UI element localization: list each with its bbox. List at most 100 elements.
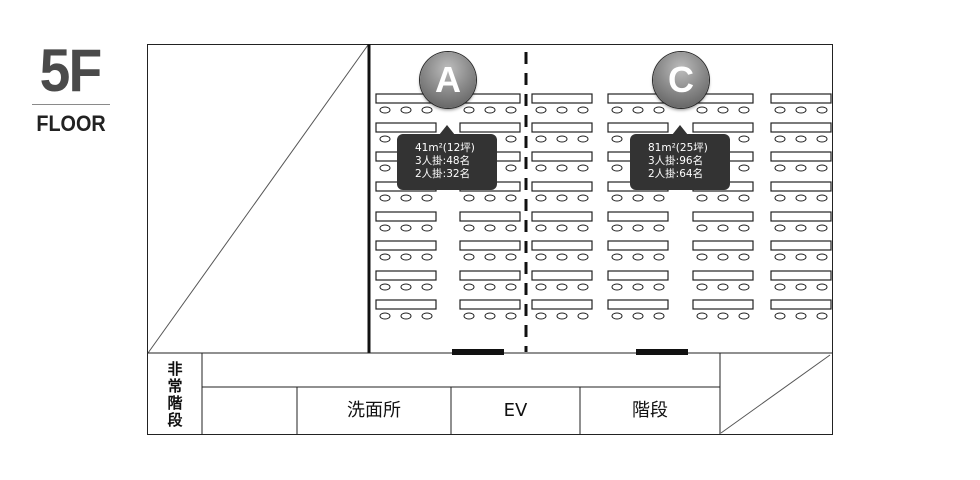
chair (421, 283, 433, 291)
floor-number: 5F (39, 37, 103, 104)
chair (774, 283, 786, 291)
chair (535, 224, 547, 232)
chair (795, 253, 807, 261)
chair (505, 164, 517, 172)
chair (379, 283, 391, 291)
room-a-capacity-2: 2人掛:32名 (415, 168, 471, 180)
chair (379, 135, 391, 143)
desk (375, 270, 437, 281)
chair (632, 194, 644, 202)
chair (795, 283, 807, 291)
chair (505, 312, 517, 320)
chair (738, 283, 750, 291)
chair (632, 224, 644, 232)
chair (816, 194, 828, 202)
chair (535, 164, 547, 172)
desk (531, 211, 593, 222)
chair (535, 283, 547, 291)
desk (531, 93, 593, 104)
chair (535, 135, 547, 143)
floor-divider (32, 104, 110, 105)
chair (774, 164, 786, 172)
chair (577, 164, 589, 172)
chair (463, 283, 475, 291)
desk (459, 299, 521, 310)
chair (577, 253, 589, 261)
chair (577, 135, 589, 143)
room-a-capacity-3: 3人掛:48名 (415, 155, 471, 167)
desk (607, 211, 669, 222)
desk (692, 270, 754, 281)
washroom-label: 洗面所 (347, 400, 401, 421)
chair (484, 106, 496, 114)
chair (556, 106, 568, 114)
chair (717, 283, 729, 291)
chair (653, 283, 665, 291)
chair (816, 164, 828, 172)
chair (577, 312, 589, 320)
desk (770, 93, 832, 104)
desk (607, 240, 669, 251)
chair (463, 253, 475, 261)
chair (379, 194, 391, 202)
chair (816, 283, 828, 291)
chair (463, 224, 475, 232)
floor-plan (147, 44, 833, 435)
chair (653, 194, 665, 202)
chair (463, 312, 475, 320)
chair (505, 194, 517, 202)
chair (738, 253, 750, 261)
chair (738, 224, 750, 232)
chair (738, 194, 750, 202)
chair (400, 283, 412, 291)
desk (375, 240, 437, 251)
chair (696, 106, 708, 114)
chair (611, 164, 623, 172)
desk (531, 299, 593, 310)
chair (611, 283, 623, 291)
chair (738, 312, 750, 320)
shaft-diagonal (720, 354, 831, 434)
chair (816, 224, 828, 232)
chair (379, 106, 391, 114)
desk (770, 122, 832, 133)
chair (463, 106, 475, 114)
chair (484, 253, 496, 261)
door-c (636, 349, 688, 355)
desk (375, 211, 437, 222)
stairs-label: 階段 (632, 400, 668, 421)
desk (770, 240, 832, 251)
chair (556, 194, 568, 202)
chair (717, 106, 729, 114)
chair (795, 194, 807, 202)
chair (611, 253, 623, 261)
chair (400, 106, 412, 114)
chair (795, 106, 807, 114)
chair (535, 194, 547, 202)
chair (421, 194, 433, 202)
room-c-capacity-3: 3人掛:96名 (648, 155, 704, 167)
chair (484, 194, 496, 202)
desk (531, 240, 593, 251)
room-a-area: 41m²(12坪) (415, 142, 475, 154)
chair (484, 224, 496, 232)
chair (653, 253, 665, 261)
desk (375, 299, 437, 310)
chair (774, 106, 786, 114)
chair (505, 224, 517, 232)
room-c-badge[interactable]: C (653, 52, 709, 108)
chair (556, 283, 568, 291)
chair (774, 312, 786, 320)
chair (795, 135, 807, 143)
chair (653, 224, 665, 232)
desk (375, 122, 437, 133)
chair (795, 224, 807, 232)
chair (632, 283, 644, 291)
chair (795, 312, 807, 320)
chair (816, 312, 828, 320)
room-a-info: 41m²(12坪) 3人掛:48名 2人掛:32名 (397, 125, 497, 190)
floor-label: FLOOR (36, 111, 106, 136)
room-a-badge[interactable]: A (420, 52, 476, 108)
chair (400, 224, 412, 232)
chair (556, 224, 568, 232)
